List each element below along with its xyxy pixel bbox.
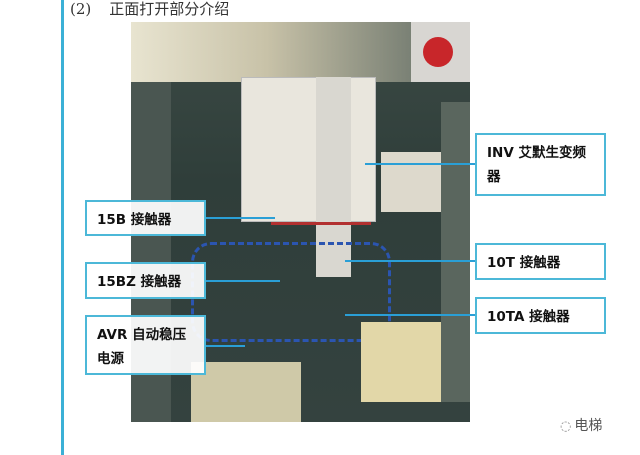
wechat-icon: ◌ [560,419,572,434]
inv-arrow [365,163,475,165]
section-number: (2) [70,0,92,18]
label-avr: AVR 自动稳压电源 [85,315,206,375]
label-10ta: 10TA 接触器 [475,297,606,334]
label-15b: 15B 接触器 [85,200,206,236]
margin-line [61,0,64,455]
section-title: 正面打开部分介绍 [109,0,230,18]
label-inv: INV 艾默生变频器 [475,133,606,196]
10ta-arrow [345,314,475,316]
15bz-arrow [205,280,280,282]
watermark-text: 电梯 [574,418,603,434]
section-heading: (2) 正面打开部分介绍 [70,0,229,19]
10t-arrow [345,260,475,262]
watermark: ◌电梯 [560,415,602,435]
avr-arrow [205,345,245,347]
label-15bz: 15BZ 接触器 [85,262,206,299]
15b-arrow [205,217,275,219]
label-10t: 10T 接触器 [475,243,606,280]
